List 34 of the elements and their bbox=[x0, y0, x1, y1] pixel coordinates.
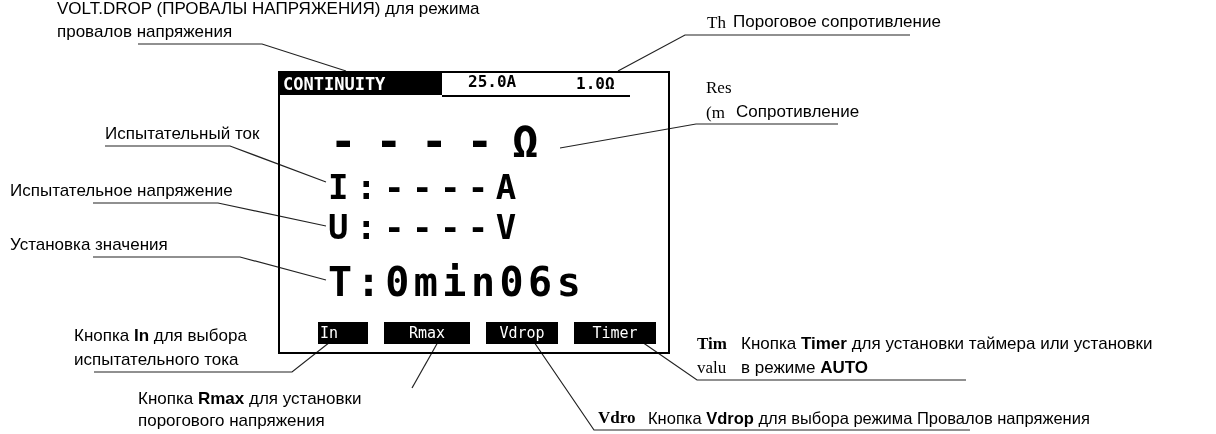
callout-text: Установка значения bbox=[10, 233, 195, 257]
display-readout: I:----A bbox=[328, 168, 528, 206]
text-fragment: Res bbox=[706, 77, 732, 99]
callout-text: Кнопка Rmax для установки порогового напряжения bbox=[138, 388, 438, 432]
softkey: Timer bbox=[574, 322, 656, 344]
leader-line bbox=[104, 145, 327, 183]
callout-text: Сопротивление bbox=[736, 100, 876, 124]
text-fragment: Th bbox=[707, 12, 726, 34]
softkey: In bbox=[318, 322, 368, 344]
display-readout: ----Ω bbox=[330, 118, 562, 166]
softkey: Vdrop bbox=[486, 322, 558, 344]
display-value: 1.0Ω bbox=[576, 73, 630, 95]
display-readout: U:----V bbox=[328, 208, 528, 246]
callout-text: Кнопка Vdrop для выбора режима Провалов напряжения bbox=[648, 406, 1214, 430]
leader-line bbox=[92, 202, 327, 227]
display-value: 25.0A bbox=[468, 71, 517, 93]
softkey: Rmax bbox=[384, 322, 470, 344]
callout-text: Испытательное напряжение bbox=[10, 179, 255, 203]
callout-text: VOLT.DROP (ПРОВАЛЫ НАПРЯЖЕНИЯ) для режима провалов напряжения bbox=[57, 0, 497, 44]
leader-line bbox=[92, 256, 327, 281]
text-fragment: Vdro bbox=[598, 407, 636, 429]
lcd-screen bbox=[278, 71, 670, 354]
text-fragment: (m bbox=[706, 102, 725, 124]
text-fragment: Tim bbox=[697, 333, 727, 355]
callout-text: Кнопка In для выбора испытательного тока bbox=[74, 324, 306, 372]
callout-text: Испытательный ток bbox=[105, 122, 290, 146]
callout-text: Кнопка Timer для установки таймера или установки в режиме AUTO bbox=[741, 332, 1161, 380]
display-readout: T:0min06s bbox=[328, 260, 590, 304]
callout-text: Пороговое сопротивление bbox=[733, 10, 973, 35]
leader-line bbox=[137, 43, 347, 72]
leader-line bbox=[559, 123, 839, 149]
text-fragment: valu bbox=[697, 357, 727, 379]
mode-header: CONTINUITY bbox=[280, 73, 442, 95]
leader-line bbox=[617, 34, 911, 72]
